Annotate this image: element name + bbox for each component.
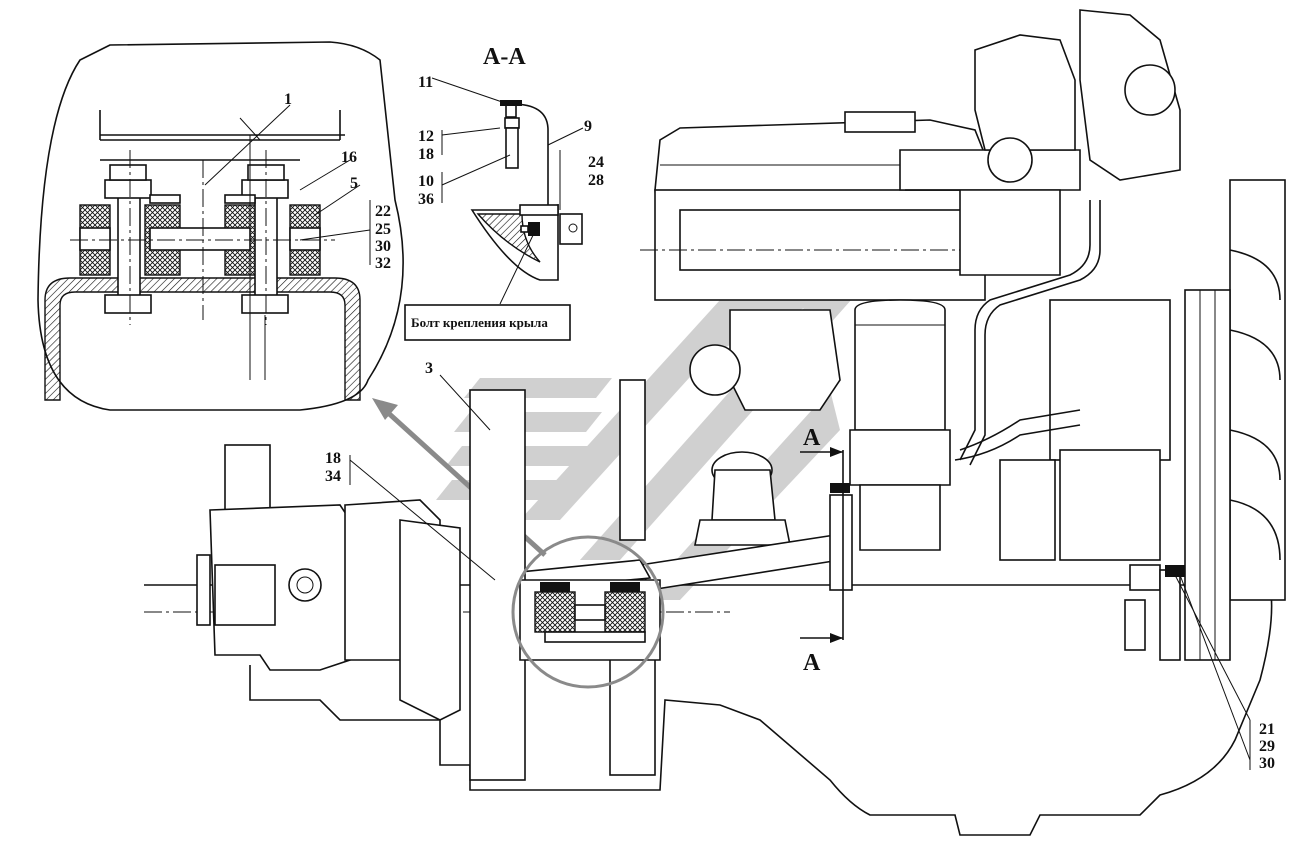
callout-11: 11 bbox=[418, 74, 433, 91]
section-a-a bbox=[404, 100, 583, 341]
callout-32: 32 bbox=[375, 255, 391, 272]
callout-34: 34 bbox=[325, 468, 341, 485]
callout-18-b: 18 bbox=[325, 450, 341, 467]
callout-22: 22 bbox=[375, 203, 391, 220]
labels: A-A A A Болт крепления крыла 1 3 5 9 11 … bbox=[284, 44, 1275, 772]
callout-18-a: 18 bbox=[418, 146, 434, 163]
callout-16: 16 bbox=[341, 149, 357, 166]
callout-28: 28 bbox=[588, 172, 604, 189]
note-label: Болт крепления крыла bbox=[411, 315, 548, 330]
callout-21: 21 bbox=[1259, 721, 1275, 738]
callout-25: 25 bbox=[375, 221, 391, 238]
section-mark-top: A bbox=[803, 425, 821, 451]
detail-inset bbox=[37, 41, 404, 411]
callout-29: 29 bbox=[1259, 738, 1275, 755]
callout-12: 12 bbox=[418, 128, 434, 145]
callout-10: 10 bbox=[418, 173, 434, 190]
callout-9: 9 bbox=[584, 118, 592, 135]
detail-circle bbox=[511, 535, 665, 689]
section-mark-bottom: A bbox=[803, 650, 821, 676]
leader-lines bbox=[204, 77, 1251, 770]
callout-36: 36 bbox=[418, 191, 434, 208]
callout-3: 3 bbox=[425, 360, 433, 377]
section-title: A-A bbox=[483, 44, 526, 70]
callout-30-b: 30 bbox=[1259, 755, 1275, 772]
callout-5: 5 bbox=[350, 175, 358, 192]
callout-24: 24 bbox=[588, 154, 604, 171]
engine bbox=[144, 9, 1286, 836]
callout-30-a: 30 bbox=[375, 238, 391, 255]
callout-1: 1 bbox=[284, 91, 292, 108]
